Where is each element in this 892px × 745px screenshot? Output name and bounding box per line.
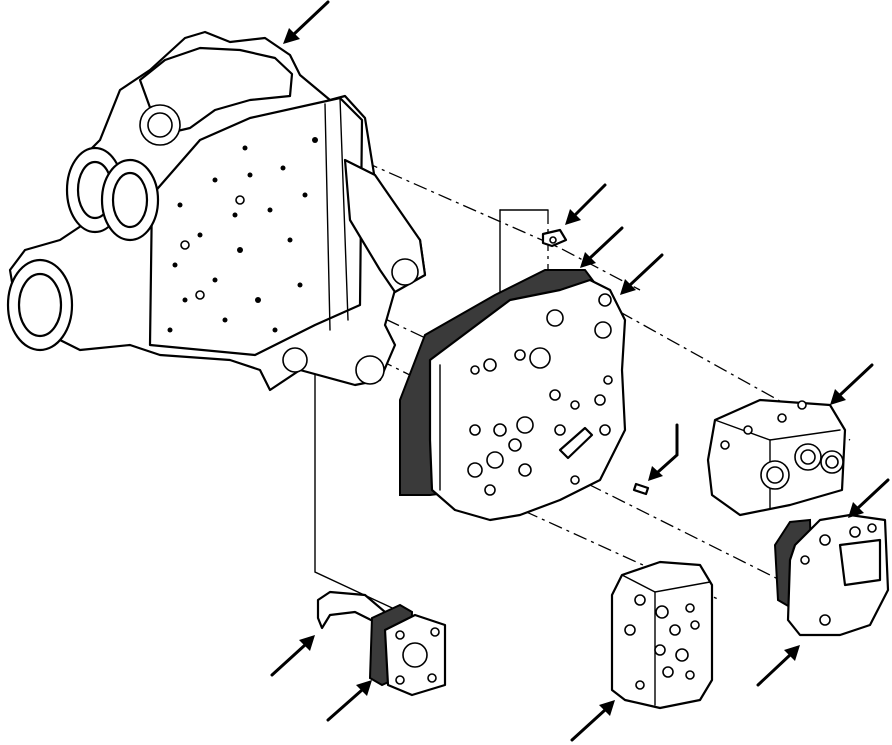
bolt <box>541 228 568 248</box>
valve-block-lower <box>773 513 890 637</box>
callout-arrow <box>283 0 330 44</box>
valve-block-upper <box>706 398 847 517</box>
callout-arrow <box>326 680 372 722</box>
callout-arrow <box>848 478 890 518</box>
callout-arrow <box>580 226 624 268</box>
callout-arrow <box>565 183 607 225</box>
transmission-housing <box>6 30 427 392</box>
callout-arrow <box>270 635 315 677</box>
callout-arrow <box>830 363 874 405</box>
callout-arrow <box>756 645 800 687</box>
callout-arrow <box>648 423 679 481</box>
pin <box>632 482 650 496</box>
cover-assembly <box>316 590 447 697</box>
callout-arrows <box>270 0 890 742</box>
callout-arrow <box>620 253 664 295</box>
valve-body-plate <box>428 278 627 522</box>
valve-block-bottom <box>610 560 714 710</box>
callout-arrow <box>570 700 615 742</box>
